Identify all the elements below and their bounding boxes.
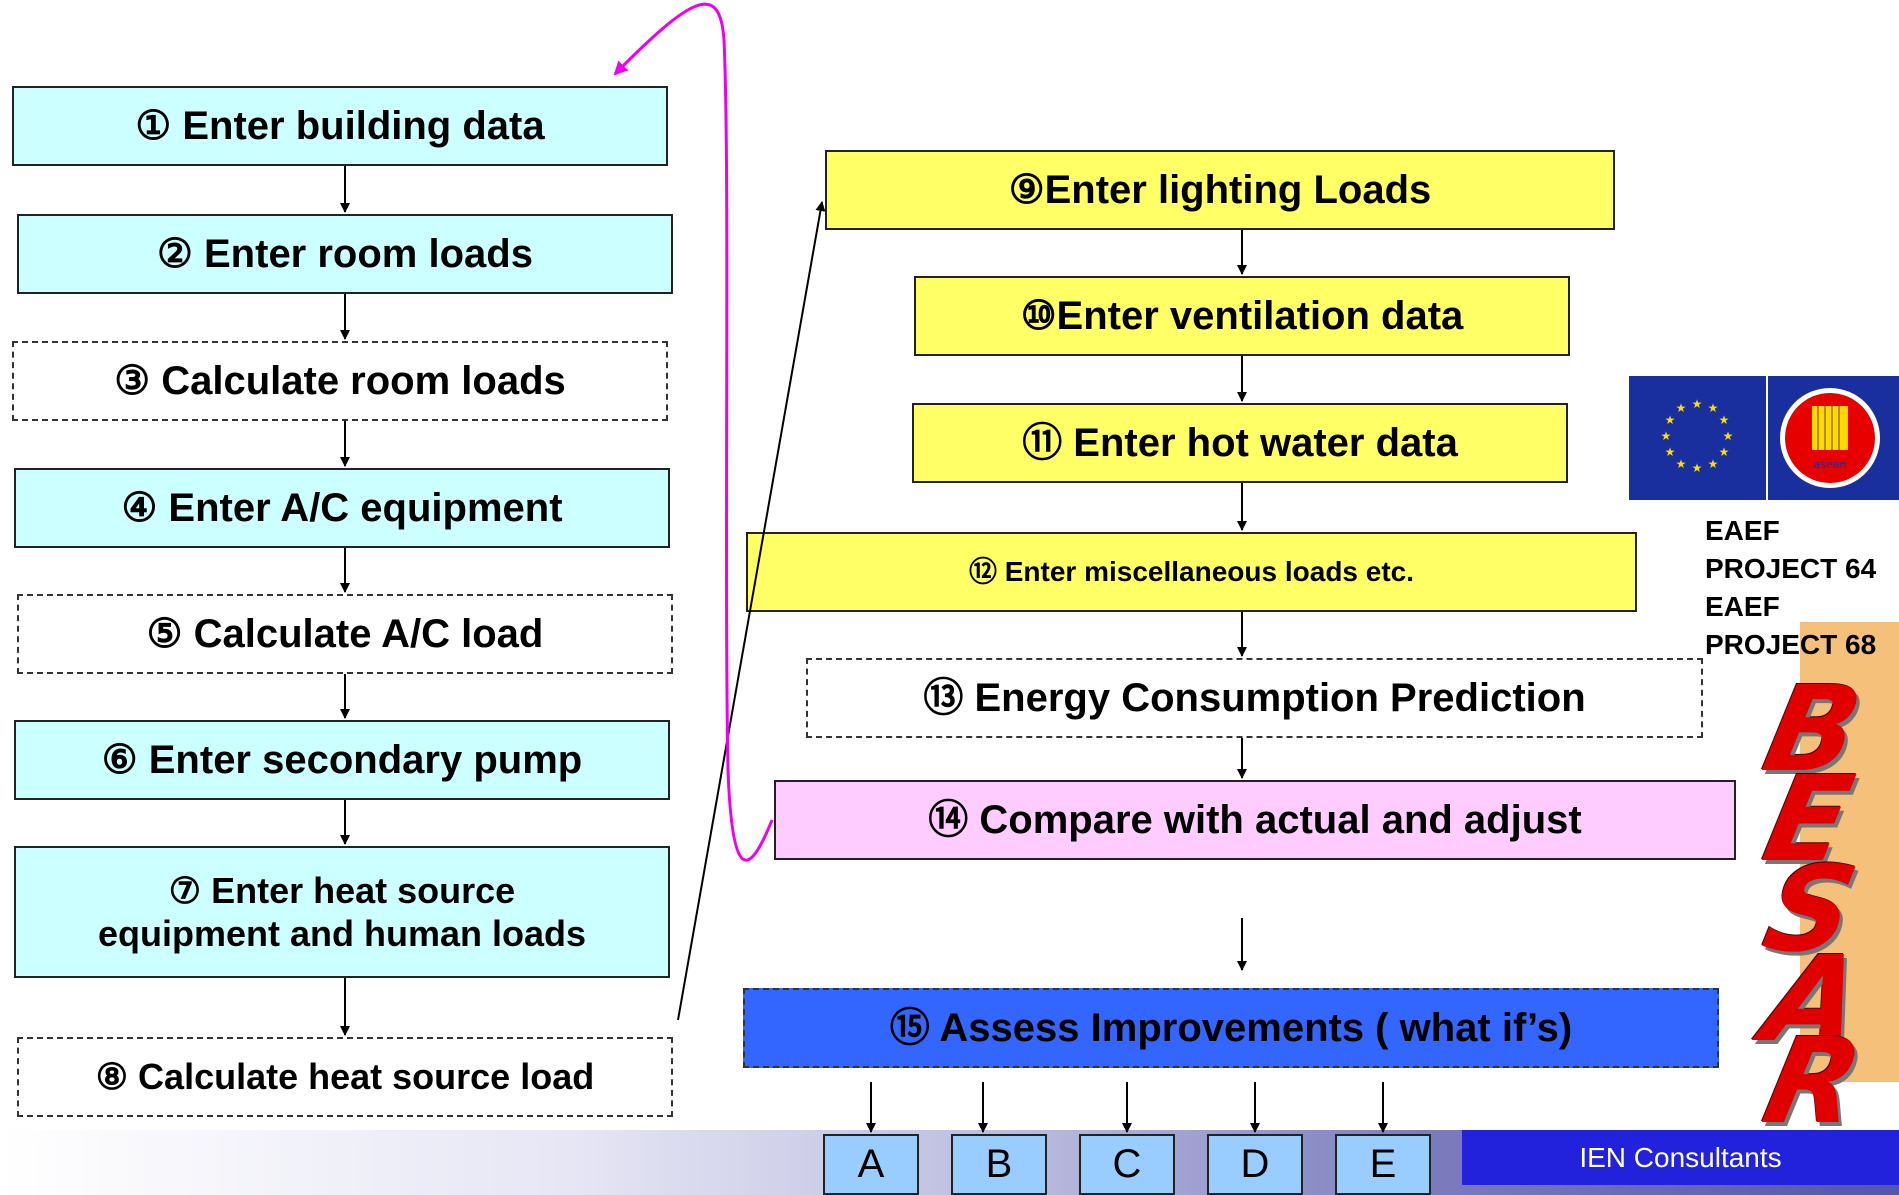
step-label: ⑭ Compare with actual and adjust (928, 798, 1582, 842)
step-label-line2: equipment and human loads (97, 913, 587, 954)
step-label: ⑦ Enter heat source (168, 869, 516, 911)
step-enter-ventilation-data[interactable]: ⑩Enter ventilation data (914, 276, 1570, 356)
asean-logo: asean (1768, 376, 1899, 500)
asean-emblem-icon: asean (1780, 388, 1880, 488)
svg-text:★: ★ (1708, 457, 1719, 471)
step-enter-hot-water-data[interactable]: ⑪ Enter hot water data (912, 403, 1568, 483)
footer-company-label: IEN Consultants (1579, 1141, 1782, 1173)
option-d[interactable]: D (1207, 1134, 1303, 1195)
arrow-8-9 (677, 201, 826, 1021)
svg-text:★: ★ (1692, 397, 1703, 411)
step-label: ③ Calculate room loads (114, 359, 566, 403)
svg-text:★: ★ (1676, 401, 1687, 415)
svg-text:★: ★ (1661, 429, 1672, 443)
step-enter-secondary-pump[interactable]: ⑥ Enter secondary pump (14, 720, 670, 800)
step-enter-miscellaneous-loads[interactable]: ⑫ Enter miscellaneous loads etc. (746, 532, 1637, 612)
option-c[interactable]: C (1079, 1134, 1175, 1195)
step-enter-room-loads[interactable]: ② Enter room loads (17, 214, 673, 294)
step-calculate-ac-load[interactable]: ⑤ Calculate A/C load (17, 594, 673, 674)
svg-text:★: ★ (1708, 401, 1719, 415)
step-enter-ac-equipment[interactable]: ④ Enter A/C equipment (14, 468, 670, 548)
svg-text:★: ★ (1665, 445, 1676, 459)
option-label: A (857, 1142, 885, 1186)
step-energy-consumption-prediction[interactable]: ⑬ Energy Consumption Prediction (806, 658, 1703, 738)
svg-text:★: ★ (1676, 457, 1687, 471)
svg-text:★: ★ (1665, 413, 1676, 427)
besar-band (1800, 622, 1899, 1082)
project-64-label: PROJECT 64 (1705, 553, 1877, 584)
step-label: ⑧ Calculate heat source load (95, 1056, 595, 1098)
step-label: ⑨Enter lighting Loads (1008, 168, 1432, 212)
step-assess-improvements[interactable]: ⑮ Assess Improvements ( what if’s) (743, 988, 1719, 1068)
svg-text:★: ★ (1723, 429, 1734, 443)
step-label: ⑫ Enter miscellaneous loads etc. (968, 556, 1415, 588)
step-label: ② Enter room loads (157, 232, 533, 276)
step-compare-with-actual[interactable]: ⑭ Compare with actual and adjust (774, 780, 1736, 860)
loop-back-arrow (613, 2, 774, 862)
option-label: D (1240, 1142, 1270, 1186)
step-label: ⑩Enter ventilation data (1020, 294, 1464, 338)
eaef-label-2: EAEF (1705, 591, 1780, 622)
svg-text:★: ★ (1692, 461, 1703, 475)
step-label: ① Enter building data (135, 104, 545, 148)
step-enter-lighting-loads[interactable]: ⑨Enter lighting Loads (825, 150, 1615, 230)
project-68-label: PROJECT 68 (1705, 629, 1877, 660)
option-e[interactable]: E (1335, 1134, 1431, 1195)
step-calculate-room-loads[interactable]: ③ Calculate room loads (12, 341, 668, 421)
eu-stars-icon: ★★★ ★★★ ★★★ ★★★ (1661, 397, 1734, 475)
footer-company: IEN Consultants (1462, 1130, 1899, 1185)
option-a[interactable]: A (823, 1134, 919, 1195)
option-label: E (1369, 1142, 1397, 1186)
svg-text:★: ★ (1719, 445, 1730, 459)
step-label: ⑪ Enter hot water data (1022, 421, 1458, 465)
eu-flag-logo: ★★★ ★★★ ★★★ ★★★ (1629, 376, 1766, 500)
option-label: C (1112, 1142, 1142, 1186)
step-enter-heat-source[interactable]: ⑦ Enter heat source equipment and human … (14, 846, 670, 978)
step-label: ⑮ Assess Improvements ( what if’s) (889, 1006, 1573, 1050)
step-label: ④ Enter A/C equipment (121, 486, 563, 530)
step-label: ⑥ Enter secondary pump (101, 738, 583, 782)
eaef-label-1: EAEF (1705, 515, 1780, 546)
svg-text:★: ★ (1719, 413, 1730, 427)
step-calculate-heat-source-load[interactable]: ⑧ Calculate heat source load (17, 1037, 673, 1117)
option-label: B (985, 1142, 1013, 1186)
step-label: ⑤ Calculate A/C load (146, 612, 544, 656)
option-b[interactable]: B (951, 1134, 1047, 1195)
step-enter-building-data[interactable]: ① Enter building data (12, 86, 668, 166)
asean-logo-text: asean (1814, 458, 1847, 471)
step-label: ⑬ Energy Consumption Prediction (923, 676, 1586, 720)
